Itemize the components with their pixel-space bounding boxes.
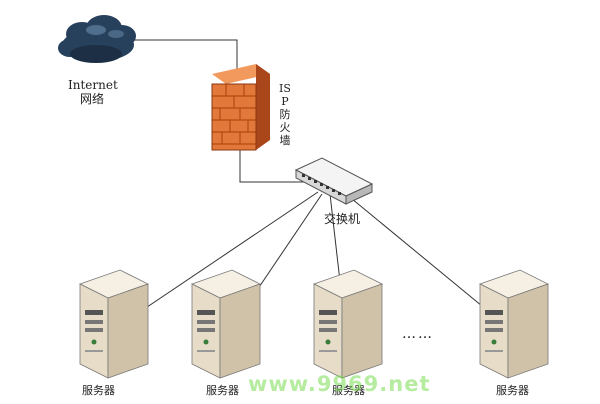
cloud-to-firewall-line xyxy=(128,39,238,74)
more-servers-ellipsis: …… xyxy=(402,326,434,342)
internet-label-line2: 网络 xyxy=(79,92,104,106)
internet-label-line1: Internet xyxy=(68,78,118,92)
server-label: 服务器 xyxy=(496,384,529,397)
firewall-to-switch-line xyxy=(239,150,308,183)
connection-lines xyxy=(109,39,517,337)
internet-label: Internet 网络 xyxy=(68,78,118,106)
server-icon xyxy=(312,269,384,379)
server-label: 服务器 xyxy=(82,384,115,397)
cloud-icon xyxy=(58,15,136,63)
server-icon xyxy=(190,269,262,379)
server-label: 服务器 xyxy=(332,384,365,397)
server-icon xyxy=(78,269,150,379)
firewall-icon xyxy=(211,64,270,151)
server-icon xyxy=(478,269,550,379)
server-label: 服务器 xyxy=(206,384,239,397)
switch-label: 交换机 xyxy=(324,212,361,226)
switch-icon xyxy=(294,157,374,205)
firewall-label: ISP防火墙 xyxy=(279,82,291,147)
watermark: www.9969.net xyxy=(248,372,431,396)
